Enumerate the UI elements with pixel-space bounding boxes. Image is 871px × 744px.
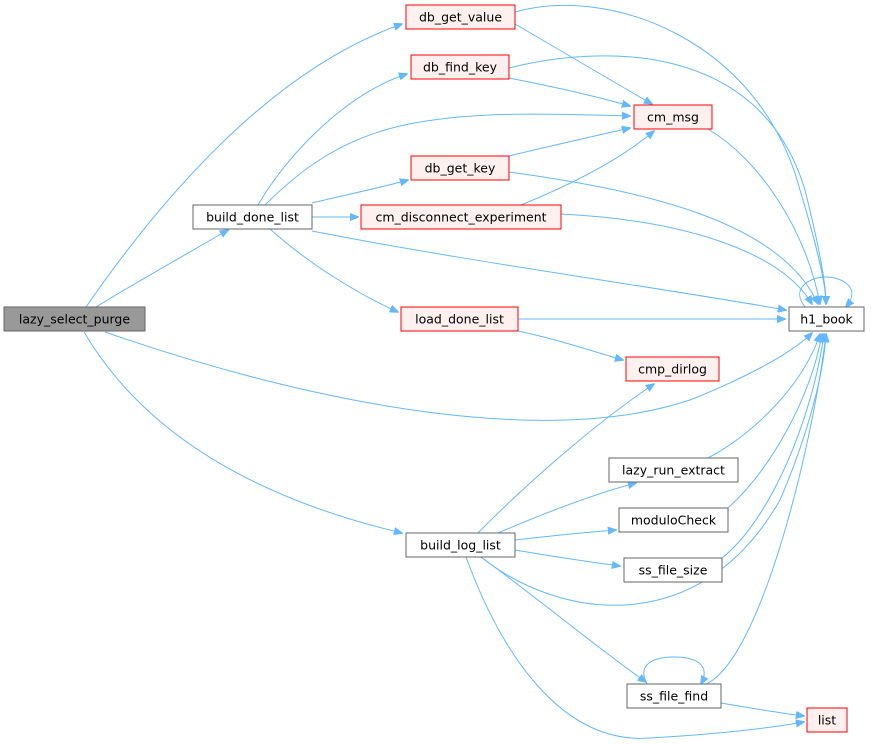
node-cmp_dirlog[interactable]: cmp_dirlog [625,356,720,382]
edge-load_done_list-to-cmp_dirlog [517,330,623,360]
node-db_get_key[interactable]: db_get_key [410,155,510,181]
node-label: cm_msg [647,110,699,125]
node-label: build_log_list [420,538,501,553]
edge-cm_msg-to-h1_book [707,128,820,304]
edge-db_find_key-to-cm_msg [508,77,630,106]
edge-build_log_list-to-cmp_dirlog [477,384,654,534]
node-build_log_list[interactable]: build_log_list [405,532,516,558]
edge-db_get_key-to-cm_msg [508,128,630,157]
edge-ss_file_find-to-ss_file_find [643,656,704,684]
node-box [192,204,313,230]
node-box [405,532,516,558]
edge-cm_disconnect_experiment-to-cm_msg [520,131,654,206]
edge-db_find_key-to-h1_book [508,55,826,304]
node-lazy_select_purge[interactable]: lazy_select_purge [3,306,146,332]
edge-ss_file_size-to-h1_book [721,334,824,559]
node-box [618,507,729,533]
edge-lazy_select_purge-to-db_get_value [85,24,402,308]
node-label: db_get_key [425,161,496,176]
edge-build_log_list-to-lazy_run_extract [497,483,636,534]
edge-moduloCheck-to-h1_book [727,334,822,509]
edge-build_log_list-to-moduloCheck [514,530,616,541]
node-label: ss_file_size [639,563,708,578]
node-box [623,557,723,583]
node-label: list [818,713,836,728]
node-moduloCheck[interactable]: moduloCheck [618,507,729,533]
edge-db_get_key-to-h1_book [508,171,818,304]
edge-ss_file_find-to-list [720,702,804,716]
edge-lazy_select_purge-to-build_log_list [83,331,402,533]
edge-build_done_list-to-load_done_list [269,228,398,312]
edge-cm_disconnect_experiment-to-h1_book [560,213,812,304]
edge-build_log_list-to-ss_file_find [480,556,646,682]
edge-db_get_value-to-h1_book [514,4,826,304]
node-cm_msg[interactable]: cm_msg [633,104,713,130]
node-build_done_list[interactable]: build_done_list [192,204,313,230]
node-box [625,356,720,382]
node-box [633,104,713,130]
node-box [806,707,848,733]
node-box [410,155,510,181]
node-h1_book[interactable]: h1_book [788,306,865,332]
node-box [626,683,722,709]
node-label: cm_disconnect_experiment [375,210,546,225]
edge-ss_file_find-to-h1_book [705,334,826,685]
node-box [405,4,516,30]
edge-lazy_select_purge-to-h1_book [104,332,812,421]
edge-build_done_list-to-h1_book [311,230,786,310]
node-db_find_key[interactable]: db_find_key [410,54,510,80]
node-box [360,204,562,230]
node-label: lazy_run_extract [622,463,725,478]
node-label: db_get_value [419,10,502,25]
node-box [410,54,510,80]
node-list[interactable]: list [806,707,848,733]
node-label: ss_file_find [640,689,708,704]
node-label: cmp_dirlog [638,362,707,377]
edge-build_log_list-to-ss_file_size [514,549,620,566]
node-label: lazy_select_purge [19,312,130,327]
node-cm_disconnect_experiment[interactable]: cm_disconnect_experiment [360,204,562,230]
edge-db_get_value-to-cm_msg [514,23,652,104]
node-label: db_find_key [423,60,498,75]
edge-build_done_list-to-db_get_key [311,180,408,204]
node-label: h1_book [800,312,853,327]
node-load_done_list[interactable]: load_done_list [400,306,519,332]
node-label: build_done_list [206,210,299,225]
node-box [400,306,519,332]
node-db_get_value[interactable]: db_get_value [405,4,516,30]
node-lazy_run_extract[interactable]: lazy_run_extract [608,457,739,483]
edge-h1_book-to-h1_book [799,276,852,307]
edge-build_log_list-to-list [465,556,804,739]
node-ss_file_size[interactable]: ss_file_size [623,557,723,583]
edge-build_done_list-to-db_find_key [257,74,407,206]
node-box [608,457,739,483]
edge-lazy_select_purge-to-build_done_list [95,230,228,308]
node-ss_file_find[interactable]: ss_file_find [626,683,722,709]
edge-build_done_list-to-cm_msg [264,114,630,206]
node-label: load_done_list [415,312,504,327]
edges-layer [83,4,852,739]
node-label: moduloCheck [631,513,717,528]
edge-lazy_run_extract-to-h1_book [707,334,820,459]
node-box [788,306,865,332]
nodes-layer: lazy_select_purge build_done_list build_lo… [3,4,865,733]
node-box [3,306,146,332]
